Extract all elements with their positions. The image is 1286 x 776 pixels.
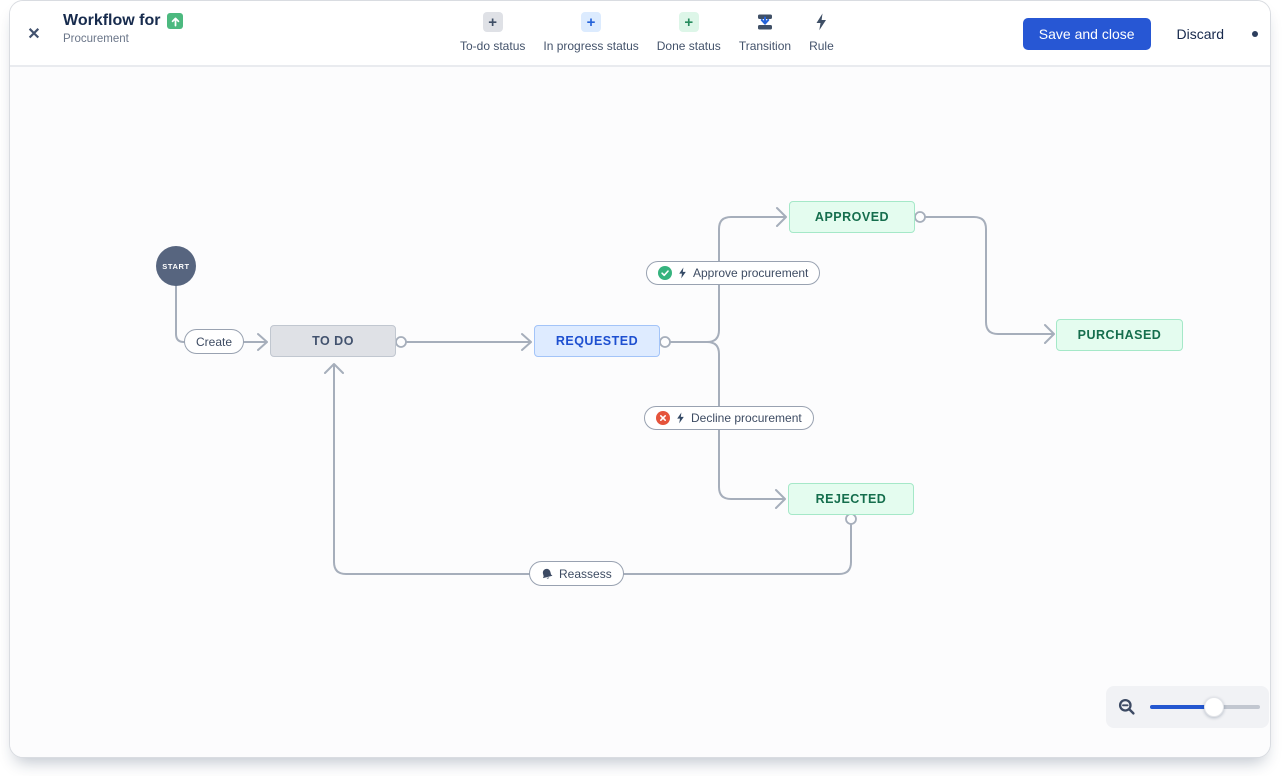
cross-circle-icon [656,411,670,425]
add-rule-button[interactable]: Rule [809,12,834,53]
edges-layer [175,207,1055,575]
bell-icon [540,566,555,581]
workflow-editor-window: ✕ Workflow for Procurement + To-do statu… [9,0,1271,758]
zoom-out-button[interactable] [1118,698,1136,716]
port-requested-right[interactable] [659,336,671,348]
zoom-slider[interactable] [1150,697,1260,717]
status-requested[interactable]: REQUESTED [534,325,660,357]
transition-decline-procurement[interactable]: Decline procurement [644,406,814,430]
port-todo-right[interactable] [395,336,407,348]
plus-done-status-icon: + [678,12,699,32]
title-block: Workflow for Procurement [63,12,184,45]
transition-label: Create [196,334,233,349]
improvement-icon [167,13,184,29]
tool-label: To-do status [460,39,526,53]
save-and-close-button[interactable]: Save and close [1022,18,1151,50]
page-title: Workflow for [63,12,161,29]
lightning-bolt-icon [676,412,685,424]
discard-button[interactable]: Discard [1165,26,1236,42]
tool-label: In progress status [543,39,639,53]
toolbar: + To-do status + In progress status + Do… [460,12,834,53]
port-rejected-bottom[interactable] [845,513,857,525]
close-button[interactable]: ✕ [20,21,48,49]
tool-label: Transition [738,39,792,53]
edge-start-create[interactable] [175,285,185,343]
editor-header: ✕ Workflow for Procurement + To-do statu… [10,1,1270,67]
status-purchased[interactable]: PURCHASED [1056,319,1183,351]
start-node[interactable]: START [156,246,196,286]
transition-approve-procurement[interactable]: Approve procurement [646,261,821,285]
workflow-canvas[interactable]: START TO DO REQUESTED APPROVED PURCHASED… [10,67,1270,757]
lightning-bolt-icon [813,12,829,32]
port-approved-right[interactable] [914,211,926,223]
status-approved[interactable]: APPROVED [789,201,915,233]
transition-label: Decline procurement [691,411,802,425]
add-done-status-button[interactable]: + Done status [657,12,721,53]
tool-label: Rule [809,39,834,53]
transition-create[interactable]: Create [184,329,245,354]
zoom-out-icon [1118,698,1135,715]
transition-label: Reassess [559,566,612,581]
transition-icon [755,12,775,32]
status-todo[interactable]: TO DO [270,325,396,357]
add-transition-button[interactable]: Transition [739,12,791,53]
close-icon: ✕ [27,26,41,43]
plus-in-progress-status-icon: + [581,12,602,32]
edge-todo-requested[interactable] [405,333,532,351]
lightning-bolt-icon [678,267,687,279]
add-todo-status-button[interactable]: + To-do status [460,12,525,53]
transition-label: Approve procurement [693,266,809,280]
edge-approved-purchased[interactable] [924,216,1055,344]
status-rejected[interactable]: REJECTED [788,483,914,515]
more-options-dot[interactable] [1252,31,1258,37]
tool-label: Done status [656,39,721,53]
edge-rejected-todo[interactable] [324,363,852,575]
zoom-slider-track [1214,705,1260,709]
zoom-slider-fill [1150,705,1214,709]
zoom-slider-thumb[interactable] [1204,697,1224,717]
transition-reassess[interactable]: Reassess [529,561,624,586]
add-in-progress-status-button[interactable]: + In progress status [543,12,639,53]
plus-todo-status-icon: + [482,12,503,32]
check-circle-icon [658,266,672,280]
header-actions: Save and close Discard [1022,18,1266,50]
zoom-panel [1106,686,1269,728]
workflow-subtitle: Procurement [63,33,129,45]
